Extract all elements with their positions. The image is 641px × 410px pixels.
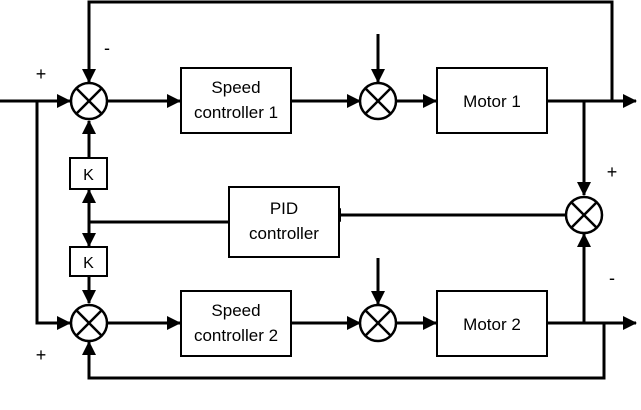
summing-junction-bottom-left (69, 303, 109, 343)
speed-controller-1-block: Speed controller 1 (180, 67, 292, 134)
sign-input-top: + (36, 64, 47, 84)
pid-controller-block: PID controller (228, 186, 340, 258)
pid-controller-label-line2: controller (249, 224, 319, 243)
bottom-feedback-line (82, 323, 606, 380)
motor-1-block: Motor 1 (436, 67, 548, 134)
sign-input-bottom: + (36, 345, 47, 365)
pid-controller-label-line1: PID (270, 199, 298, 218)
speed-controller-2-label-line2: controller 2 (194, 326, 278, 345)
sign-diff-plus: + (607, 162, 618, 182)
summing-junction-top-left (69, 81, 109, 121)
difference-junction (564, 195, 604, 235)
top-feedback-line (82, 0, 614, 101)
speed-controller-1-label-line1: Speed (211, 78, 260, 97)
gain-k-top-label: K (83, 167, 94, 184)
summing-junction-bottom-right (358, 303, 398, 343)
sign-feedback-top: - (104, 38, 110, 58)
gain-k-bottom-block: K (69, 246, 108, 277)
gain-k-bottom-label: K (83, 255, 94, 272)
sign-feedback-bottom: - (103, 367, 109, 387)
signal-lines (0, 0, 637, 380)
speed-controller-2-block: Speed controller 2 (180, 290, 292, 357)
motor-2-label: Motor 2 (463, 315, 521, 334)
gain-k-top-block: K (69, 157, 108, 190)
motor-2-block: Motor 2 (436, 290, 548, 357)
sign-diff-minus: - (609, 268, 615, 288)
input-branch-line (35, 101, 71, 330)
speed-controller-2-label-line1: Speed (211, 301, 260, 320)
motor-1-label: Motor 1 (463, 92, 521, 111)
speed-controller-1-label-line2: controller 1 (194, 103, 278, 122)
summing-junction-top-right (358, 81, 398, 121)
